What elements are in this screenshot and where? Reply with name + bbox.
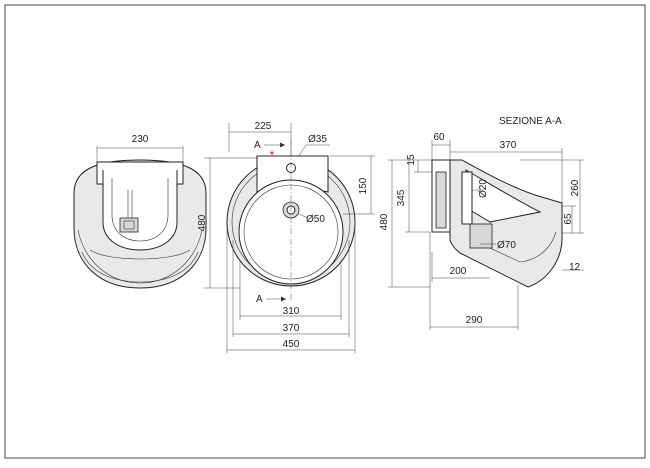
dim-label-65: 65 xyxy=(563,213,574,225)
side-drain-block xyxy=(119,217,139,233)
front-view: 225 Ø35 A A * 480 Ø50 xyxy=(197,121,375,353)
sec-drain-o70 xyxy=(469,223,493,249)
label-o35: Ø35 xyxy=(308,134,327,145)
sec-bowl-cavity xyxy=(465,169,542,223)
side-drain-slot xyxy=(123,220,135,230)
label-o20: Ø20 xyxy=(478,179,489,198)
section-title: SEZIONE A-A xyxy=(499,116,562,127)
dim-label-200: 200 xyxy=(450,266,467,277)
label-o70: Ø70 xyxy=(497,240,516,251)
side-lower-curve xyxy=(81,251,199,283)
dim-label-370-sec: 370 xyxy=(500,140,517,151)
sec-bowl-inner-line xyxy=(489,222,557,263)
dim-label-150: 150 xyxy=(358,177,369,194)
dim-label-370: 370 xyxy=(283,323,300,334)
dim-label-450: 450 xyxy=(283,339,300,350)
dim-label-60: 60 xyxy=(433,132,445,143)
sec-wall-insert xyxy=(435,171,447,229)
dim-label-480-front: 480 xyxy=(197,214,208,231)
side-lower-inner xyxy=(89,249,191,260)
dim-label-345: 345 xyxy=(396,189,407,206)
dim-label-12: 12 xyxy=(569,262,581,273)
section-view: SEZIONE A-A 60 370 480 345 15 Ø20 xyxy=(379,116,584,330)
section-marker-bottom: A xyxy=(256,294,263,305)
sheet-frame xyxy=(4,4,646,459)
dim-label-15: 15 xyxy=(406,154,417,166)
section-marker-top: A xyxy=(254,140,261,151)
dim-label-260: 260 xyxy=(570,179,581,196)
side-opening-inner xyxy=(111,178,169,242)
side-opening xyxy=(102,170,178,251)
section-arrowhead-bottom xyxy=(281,296,286,302)
side-view: 230 xyxy=(73,134,207,289)
dim-label-225: 225 xyxy=(255,121,272,132)
dim-label-310: 310 xyxy=(283,306,300,317)
dim-label-480-sec: 480 xyxy=(379,213,390,230)
section-arrowhead-top xyxy=(280,142,285,148)
sec-pipe-o20 xyxy=(461,171,473,225)
label-o50: Ø50 xyxy=(306,214,325,225)
leader-o50 xyxy=(298,213,309,219)
dim-label-230: 230 xyxy=(132,134,149,145)
side-rim-line xyxy=(77,229,203,284)
dim-label-290: 290 xyxy=(466,315,483,326)
